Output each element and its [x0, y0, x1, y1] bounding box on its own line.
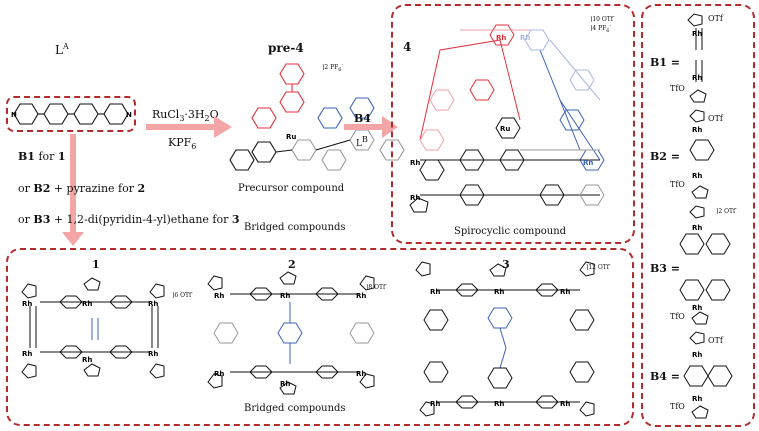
condition-b3: or B3 + 1,2-di(pyridin-4-yl)ethane for 3	[18, 213, 240, 226]
building-blocks-box	[641, 4, 755, 427]
b3-otf-bottom: TfO	[670, 312, 685, 321]
condition-b2: or B2 + pyrazine for 2	[18, 182, 146, 195]
pre4-title: pre-4	[268, 41, 304, 55]
c3-rh-1: Rh	[430, 288, 440, 296]
condition-b1: B1 for 1	[18, 150, 66, 163]
b3-label: B3 =	[650, 262, 681, 275]
b2-otf-bottom: TfO	[670, 180, 685, 189]
b4-otf-bottom: TfO	[670, 402, 685, 411]
step-lb-label: LB	[356, 135, 368, 149]
rh-blue-2: Rh	[583, 159, 593, 167]
bridged-caption-top: Bridged compounds	[244, 222, 346, 233]
n-atom: N	[11, 111, 17, 119]
b1-rh-top: Rh	[692, 30, 702, 38]
bridged-compounds-box	[6, 248, 634, 426]
compound3-charge: ⌉12 OTf-	[586, 262, 611, 271]
pre4-charge: ⌉2 PF6-	[322, 62, 344, 74]
compound4-box	[391, 4, 635, 244]
b1-label: B1 =	[650, 56, 681, 69]
b3-rh-bottom: Rh	[692, 304, 702, 312]
c1-rh-6: Rh	[82, 356, 92, 364]
c1-rh-5: Rh	[148, 350, 158, 358]
c2-rh-4: Rh	[356, 370, 366, 378]
step-b4-label: B4	[354, 112, 371, 125]
b2-rh-bottom: Rh	[692, 172, 702, 180]
n-atom: N	[126, 111, 132, 119]
c3-rh-6: Rh	[494, 400, 504, 408]
c3-rh-5: Rh	[494, 288, 504, 296]
b3-rh-top: Rh	[692, 224, 702, 232]
c2-rh-5: Rh	[280, 292, 290, 300]
ru-center: Ru	[286, 133, 296, 141]
c3-rh-3: Rh	[430, 400, 440, 408]
c1-rh-2: Rh	[22, 300, 32, 308]
b1-otf-bottom: TfO	[670, 84, 685, 93]
b2-otf-top: OTf	[708, 114, 723, 123]
compound1-title: 1	[92, 258, 100, 271]
rh-red-1: Rh	[496, 34, 506, 42]
b1-otf-top: OTf	[708, 14, 723, 23]
c1-rh-1: Rh	[82, 300, 92, 308]
c3-rh-2: Rh	[560, 288, 570, 296]
b4-otf-top: OTf	[708, 336, 723, 345]
compound3-title: 3	[502, 258, 510, 271]
c3-rh-4: Rh	[560, 400, 570, 408]
compound1-charge: ⌉6 OTf-	[172, 290, 193, 299]
ligand-a-box	[6, 96, 136, 132]
rh-left-2: Rh	[410, 194, 420, 202]
b4-label: B4 =	[650, 370, 681, 383]
compound2-charge: ⌉8 OTf-	[366, 282, 387, 291]
b2-rh-top: Rh	[692, 126, 702, 134]
reagent-rucl3: RuCl3·3H2O	[152, 108, 219, 124]
c2-rh-1: Rh	[214, 292, 224, 300]
b3-charge: ⌉2 OTf-	[716, 206, 737, 215]
c1-rh-4: Rh	[22, 350, 32, 358]
compound2-title: 2	[288, 258, 296, 271]
b4-rh-bottom: Rh	[692, 395, 702, 403]
bridged-caption: Bridged compounds	[244, 403, 346, 414]
b2-label: B2 =	[650, 150, 681, 163]
c2-rh-6: Rh	[280, 380, 290, 388]
c2-rh-2: Rh	[356, 292, 366, 300]
reagent-kpf6: KPF6	[168, 136, 197, 152]
b1-rh-bottom: Rh	[692, 74, 702, 82]
precursor-caption: Precursor compound	[238, 183, 345, 194]
b4-rh-top: Rh	[692, 351, 702, 359]
ligand-a-label: LA	[55, 42, 69, 57]
compound4-title: 4	[403, 40, 412, 54]
c2-rh-3: Rh	[214, 370, 224, 378]
c1-rh-3: Rh	[148, 300, 158, 308]
rh-blue-1: Rh	[520, 34, 530, 42]
rh-left-1: Rh	[410, 159, 420, 167]
compound4-caption: Spirocyclic compound	[454, 226, 567, 237]
ru-center-4: Ru	[500, 125, 510, 133]
compound4-charge: ⌉10 OTf- ⌉4 PF6-	[590, 14, 615, 35]
